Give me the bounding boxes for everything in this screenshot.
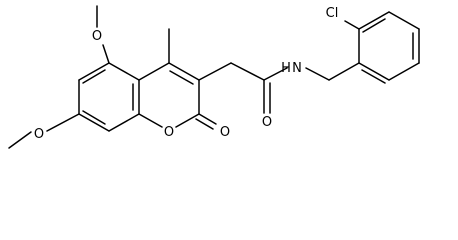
bond-camide-n [263, 67, 288, 81]
atom-o-ring: O [164, 125, 174, 140]
atom-labels: O O O O O N H Cl [34, 6, 338, 142]
bonds [8, 5, 420, 149]
bond-ring-a-1-inner [82, 69, 106, 84]
bond-o-top-ring [102, 44, 110, 64]
bond-ring-a-6 [108, 62, 140, 81]
bond-c4-c3 [168, 62, 200, 81]
bond-ring-b-2 [388, 62, 420, 81]
bond-ring-cl [344, 20, 360, 30]
bond-c3-ch2 [198, 62, 232, 81]
atom-o-lactone-carbonyl: O [220, 125, 230, 140]
bond-ring-b-4 [388, 11, 420, 30]
bond-ring-a-3-inner [82, 110, 106, 125]
atom-cl: Cl [326, 6, 339, 21]
chemical-structure-diagram: O O O O O N H Cl [8, 5, 420, 149]
bond-ch2-camide [230, 62, 265, 81]
atom-o-methoxy-top: O [92, 29, 102, 44]
bond-ring-b-5-inner [362, 18, 386, 33]
bond-ch2-aryl [328, 62, 360, 81]
bond-ring-a-3 [78, 113, 110, 132]
bond-c4a-c4 [138, 62, 170, 81]
bond-c2-o1 [175, 113, 200, 128]
bond-ring-o-bottom [46, 113, 80, 132]
bond-ring-b-1 [358, 62, 390, 81]
bond-ring-b-1-inner [361, 69, 386, 84]
bond-ring-a-1 [78, 62, 110, 81]
atom-o-amide-carbonyl: O [262, 115, 272, 130]
atom-o-methoxy-bottom: O [34, 127, 44, 142]
bond-c4-c3-inner [169, 70, 194, 85]
bond-c2-carbonyl-b [195, 118, 214, 130]
bond-ring-b-5 [358, 11, 390, 30]
bond-n-ch2 [305, 67, 330, 81]
bond-c2-carbonyl-a [198, 113, 217, 125]
atom-h-amide: H [281, 61, 291, 76]
atom-n-amide: N [292, 61, 302, 76]
bond-ring-a-4 [108, 113, 140, 132]
bond-o-bottom-methyl [8, 131, 32, 149]
bond-o1-c8a [138, 113, 163, 128]
